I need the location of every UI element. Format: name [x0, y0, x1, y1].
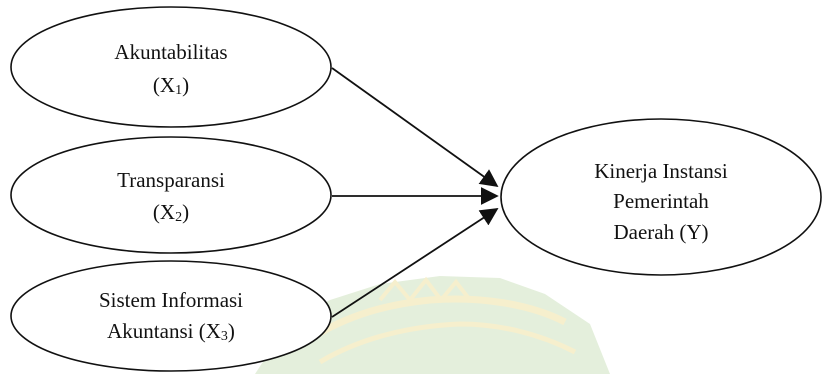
edge-x3-to-y	[331, 208, 499, 318]
watermark-seal-image	[255, 276, 610, 374]
node-ellipse-x2	[10, 136, 332, 254]
node-label-y-line3: Daerah (Y)	[613, 220, 708, 244]
node-transparansi: Transparansi (X2)	[10, 136, 332, 254]
node-label-x1-line1: Akuntabilitas	[114, 40, 227, 64]
node-label-x2-line1: Transparansi	[117, 168, 225, 192]
node-label-x1-line2: (X1)	[153, 73, 189, 98]
node-label-x2-line2: (X2)	[153, 200, 189, 225]
edge-x1-to-y	[331, 67, 499, 188]
node-label-x3-line2: Akuntansi (X3)	[107, 319, 235, 344]
node-sistem-informasi-akuntansi: Sistem Informasi Akuntansi (X3)	[10, 260, 332, 372]
node-akuntabilitas: Akuntabilitas (X1)	[10, 6, 332, 128]
node-label-y-line1: Kinerja Instansi	[594, 159, 728, 183]
node-ellipse-y	[500, 118, 822, 276]
node-kinerja-instansi: Kinerja Instansi Pemerintah Daerah (Y)	[500, 118, 822, 276]
node-label-y-line2: Pemerintah	[613, 189, 709, 213]
node-ellipse-x3	[10, 260, 332, 372]
node-ellipse-x1	[10, 6, 332, 128]
node-label-x3-line1: Sistem Informasi	[99, 288, 243, 312]
